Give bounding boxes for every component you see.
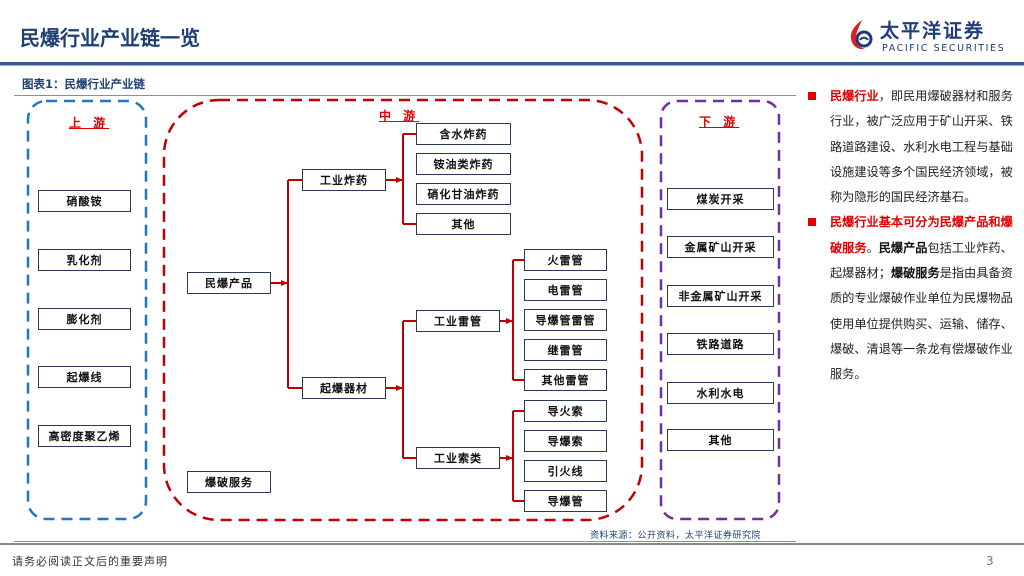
bullet-term: 民爆产品: [878, 240, 928, 255]
node-detonator-type: 导爆管雷管: [524, 309, 607, 331]
bullet-body: ，即民用爆破器材和服务行业，被广泛应用于矿山开采、铁路道路建设、水利水电工程与基…: [830, 89, 1013, 205]
node-detonator-type: 火雷管: [524, 249, 607, 271]
upstream-label: 上 游: [69, 116, 110, 130]
bullet-lead: 民爆行业基本可分为民爆产品和爆破服务: [830, 215, 1013, 255]
upstream-node: 高密度聚乙烯: [38, 425, 131, 447]
logo-text-cn: 太平洋证券: [880, 20, 986, 42]
downstream-node: 非金属矿山开采: [667, 285, 774, 307]
logo: [848, 18, 878, 52]
node-cord-type: 导爆索: [524, 430, 607, 452]
node-industrial-explosives: 工业炸药: [302, 169, 386, 191]
figure-source: 资料来源：公开资料，太平洋证券研究院: [590, 531, 762, 541]
upstream-node: 乳化剂: [38, 249, 131, 271]
downstream-label: 下 游: [699, 115, 740, 129]
node-initiating-devices: 起爆器材: [302, 377, 386, 399]
upstream-node: 硝酸铵: [38, 190, 131, 212]
node-industrial-detonators: 工业雷管: [416, 310, 500, 332]
midstream-label: 中 游: [379, 109, 420, 123]
bullet-body: 包括工业炸药、起爆器材；: [830, 240, 1013, 281]
node-explosive-type: 铵油类炸药: [416, 153, 511, 175]
sidebar-text: 民爆行业，即民用爆破器材和服务行业，被广泛应用于矿山开采、铁路道路建设、水利水电…: [808, 84, 1022, 388]
node-cord-type: 导火索: [524, 400, 607, 422]
logo-text-en: PACIFIC SECURITIES: [882, 43, 1006, 54]
figure-top-divider: [14, 95, 796, 96]
bullet-term: 爆破服务: [890, 266, 940, 281]
downstream-node: 水利水电: [667, 382, 774, 404]
node-explosive-type: 其他: [416, 213, 511, 235]
upstream-region: [26, 99, 148, 521]
node-civil-explosive-products: 民爆产品: [187, 272, 271, 294]
bullet-sep: 。: [866, 240, 879, 255]
downstream-node: 铁路道路: [667, 333, 774, 355]
node-explosive-type: 含水炸药: [416, 123, 511, 145]
footer-disclaimer: 请务必阅读正文后的重要声明: [12, 555, 168, 568]
pacific-securities-logo-icon: [850, 20, 873, 50]
upstream-node: 膨化剂: [38, 308, 131, 330]
downstream-node: 其他: [667, 429, 774, 451]
bullet-industry-segments: 民爆行业基本可分为民爆产品和爆破服务。民爆产品包括工业炸药、起爆器材；爆破服务是…: [808, 210, 1022, 387]
node-detonator-type: 其他雷管: [524, 369, 607, 391]
node-industrial-cords: 工业索类: [416, 447, 500, 469]
connectors: [271, 133, 524, 502]
node-detonator-type: 继雷管: [524, 339, 607, 361]
downstream-region: [659, 99, 781, 521]
figure-title: 图表1：民爆行业产业链: [22, 77, 146, 91]
midstream-region: [162, 98, 644, 522]
node-detonator-type: 电雷管: [524, 279, 607, 301]
downstream-node: 煤炭开采: [667, 188, 774, 210]
node-explosive-type: 硝化甘油炸药: [416, 183, 511, 205]
bullet-square-icon: [808, 218, 816, 227]
page-number: 3: [986, 554, 994, 568]
node-cord-type: 引火线: [524, 460, 607, 482]
downstream-node: 金属矿山开采: [667, 236, 774, 258]
node-cord-type: 导爆管: [524, 490, 607, 512]
bullet-lead: 民爆行业: [830, 89, 879, 103]
figure-bottom-divider: [14, 541, 796, 542]
page-title: 民爆行业产业链一览: [20, 26, 200, 50]
footer-divider: [0, 543, 1024, 545]
header-divider: [0, 62, 1024, 66]
bullet-industry-definition: 民爆行业，即民用爆破器材和服务行业，被广泛应用于矿山开采、铁路道路建设、水利水电…: [808, 84, 1022, 210]
bullet-square-icon: [808, 92, 816, 100]
node-blasting-service: 爆破服务: [187, 471, 271, 493]
bullet-body: 是指由具备资质的专业爆破作业单位为民爆物品使用单位提供购买、运输、储存、爆破、清…: [830, 266, 1013, 382]
upstream-node: 起爆线: [38, 366, 131, 388]
